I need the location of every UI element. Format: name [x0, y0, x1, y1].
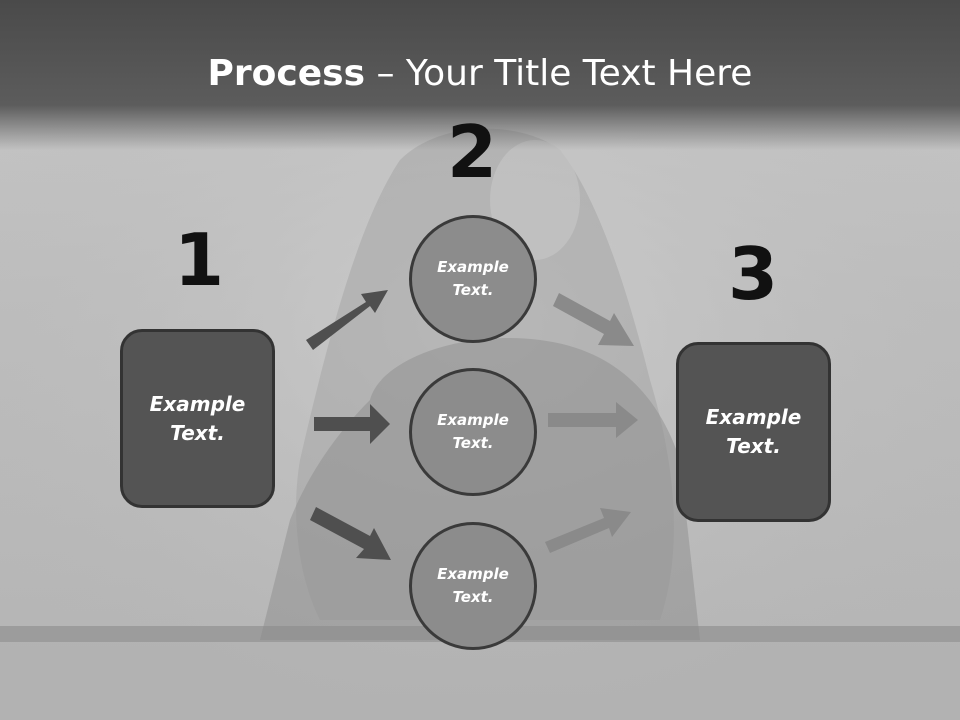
step-3-box[interactable]: Example Text.	[676, 342, 831, 522]
title-bar	[0, 0, 960, 150]
step-number-3: 3	[727, 232, 779, 316]
circle-middle-text: Example Text.	[437, 411, 509, 452]
step-number-1: 1	[173, 218, 225, 302]
slide-title[interactable]: Process – Your Title Text Here	[0, 52, 960, 96]
step-2-circle-bottom[interactable]: Example Text.	[409, 522, 537, 650]
circle-bottom-text: Example Text.	[437, 565, 509, 606]
title-rest: – Your Title Text Here	[365, 53, 753, 94]
circle-top-text: Example Text.	[437, 258, 509, 299]
title-bold: Process	[207, 53, 366, 94]
step-1-box[interactable]: Example Text.	[120, 329, 275, 508]
arrow-right-dark	[314, 404, 390, 444]
arrow-down-right-light	[553, 293, 634, 346]
step-number-2: 2	[446, 110, 498, 194]
arrow-right-light	[548, 402, 638, 438]
step-3-text: Example Text.	[705, 405, 802, 458]
step-1-text: Example Text.	[149, 391, 246, 445]
step-2-circle-middle[interactable]: Example Text.	[409, 368, 537, 496]
arrow-down-right-dark	[310, 507, 391, 560]
step-2-circle-top[interactable]: Example Text.	[409, 215, 537, 343]
arrow-up-right-dark	[306, 290, 388, 350]
arrow-up-right-light	[545, 508, 631, 553]
